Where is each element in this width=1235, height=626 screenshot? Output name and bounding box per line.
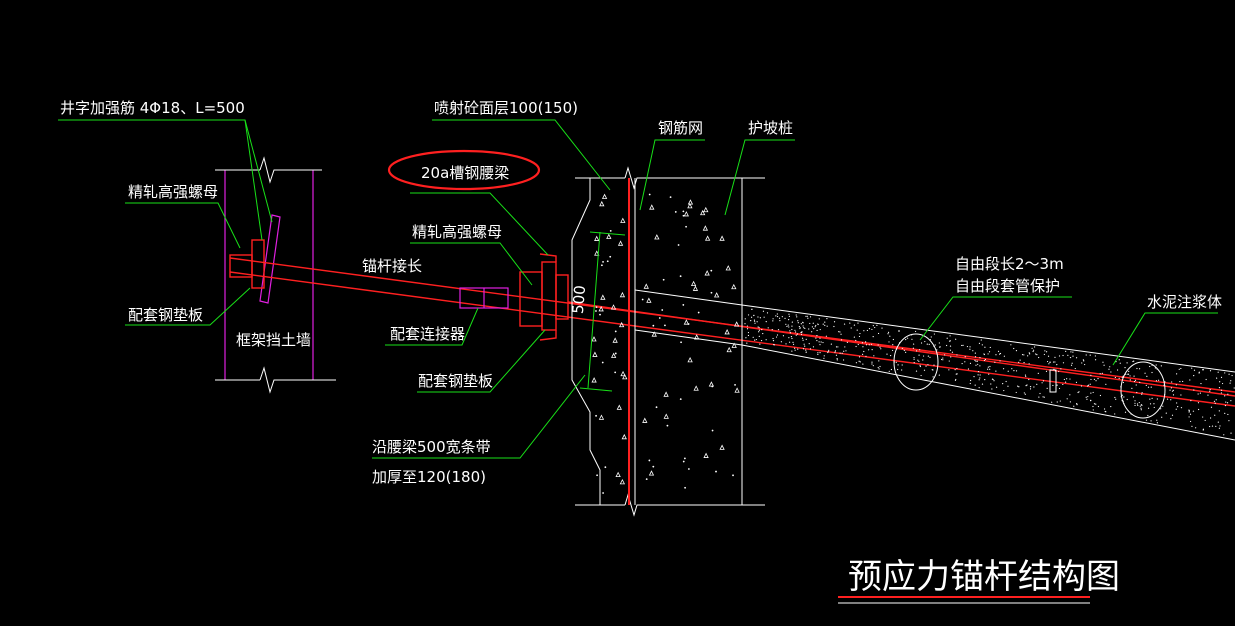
connector — [459, 287, 509, 309]
frame-retaining-wall — [215, 156, 336, 394]
leader-lines — [58, 119, 1218, 459]
label-connector: 配套连接器 — [390, 325, 465, 343]
label-shotcrete: 喷射砼面层100(150) — [434, 99, 578, 117]
dimension-500-text: 500 — [569, 285, 589, 315]
label-channel-beam: 20a槽钢腰梁 — [421, 164, 509, 182]
label-pad-mid: 配套钢垫板 — [418, 372, 493, 390]
slope-pile-section — [571, 166, 765, 517]
label-nut-mid: 精轧高强螺母 — [412, 223, 502, 241]
dimension-500: 500 — [569, 231, 626, 392]
drawing-title: 预应力锚杆结构图 — [848, 557, 1120, 597]
label-strip-line1: 沿腰梁500宽条带 — [372, 438, 491, 456]
label-frame-wall: 框架挡土墙 — [236, 331, 311, 349]
label-anchor-extend: 锚杆接长 — [362, 257, 422, 275]
anchor-rod — [229, 257, 1235, 407]
waist-beam-hardware — [519, 253, 569, 341]
label-grout: 水泥注浆体 — [1147, 293, 1222, 311]
label-nut-left: 精轧高强螺母 — [128, 183, 218, 201]
label-pad-left: 配套钢垫板 — [128, 306, 203, 324]
label-free-sleeve: 自由段套管保护 — [955, 277, 1060, 295]
highlight-ellipse — [387, 149, 541, 191]
label-free-length: 自由段长2～3m — [955, 255, 1064, 273]
label-mesh: 钢筋网 — [658, 119, 703, 137]
grout-hatch — [744, 308, 1235, 436]
label-strip-line2: 加厚至120(180) — [372, 468, 486, 486]
label-slope-pile: 护坡桩 — [748, 119, 793, 137]
label-cross-bars: 井字加强筋 4Φ18、L=500 — [60, 99, 245, 117]
concrete-hatch — [591, 193, 740, 494]
